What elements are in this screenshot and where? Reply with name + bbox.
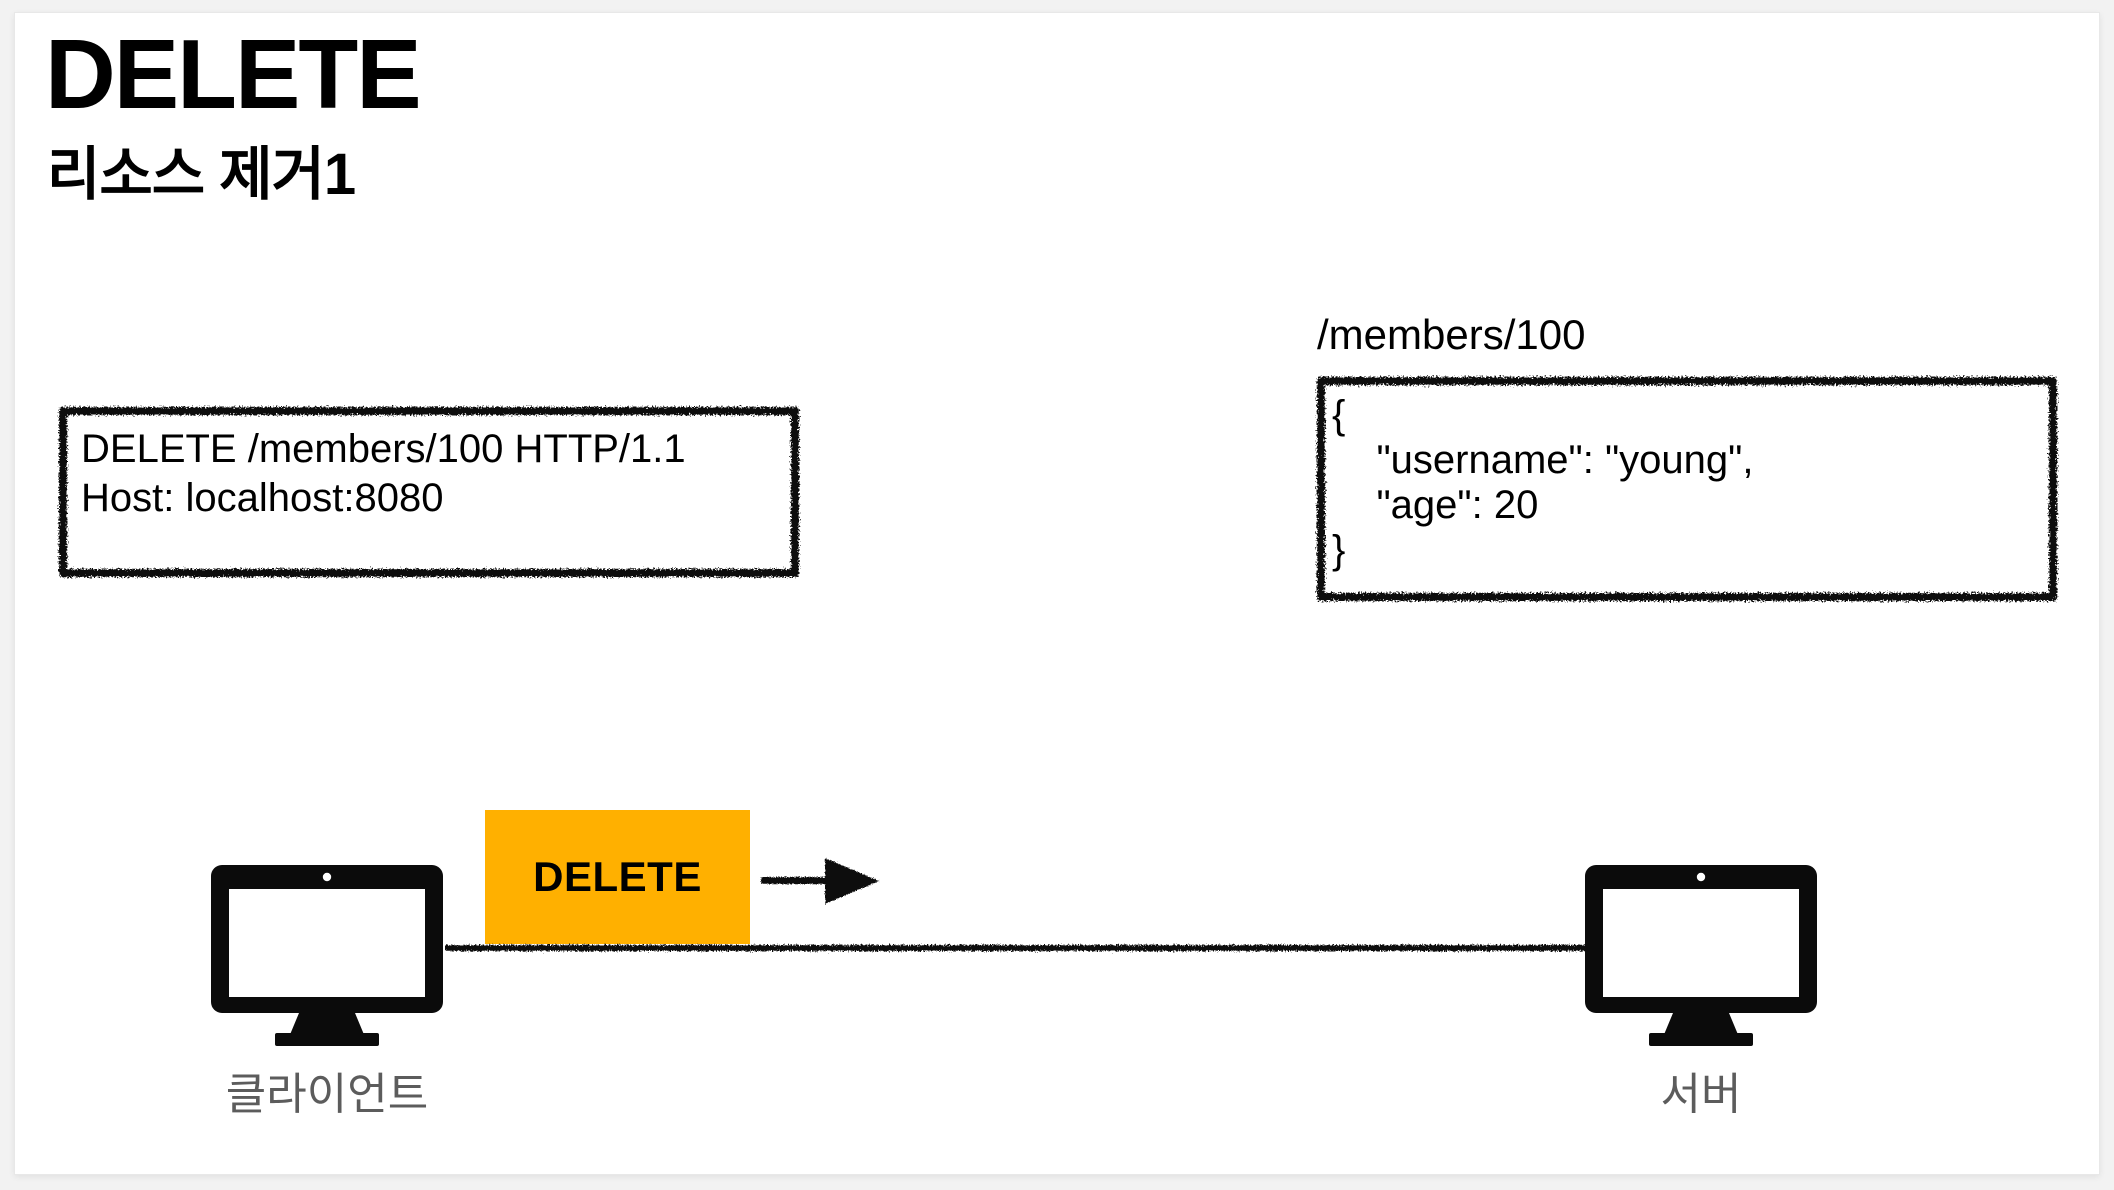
node-client-label: 클라이언트 <box>225 1070 429 1119</box>
node-client: 클라이언트 <box>207 861 447 1122</box>
resource-json-text: { "username": "young", "age": 20 } <box>1332 393 1754 572</box>
http-request-box: DELETE /members/100 HTTP/1.1 Host: local… <box>57 405 801 579</box>
page-subtitle: 리소스 제거1 <box>47 142 356 207</box>
monitor-icon <box>211 865 443 1046</box>
page-title: DELETE <box>45 19 422 129</box>
method-chip-delete[interactable]: DELETE <box>485 810 750 944</box>
resource-json-box: { "username": "young", "age": 20 } <box>1315 375 2059 603</box>
connection-line <box>445 945 1595 951</box>
chip-background <box>485 810 750 944</box>
resource-uri-label: /members/100 <box>1317 311 1586 358</box>
monitor-icon <box>1585 865 1817 1046</box>
right-arrow-icon <box>761 858 879 904</box>
slide-card: DELETE 리소스 제거1 DELETE /members/100 HTTP/… <box>14 12 2100 1175</box>
http-request-text: DELETE /members/100 HTTP/1.1 Host: local… <box>81 427 686 520</box>
node-server-label: 서버 <box>1660 1070 1742 1119</box>
method-chip-label: DELETE <box>533 853 702 900</box>
node-server: 서버 <box>1581 861 1821 1122</box>
